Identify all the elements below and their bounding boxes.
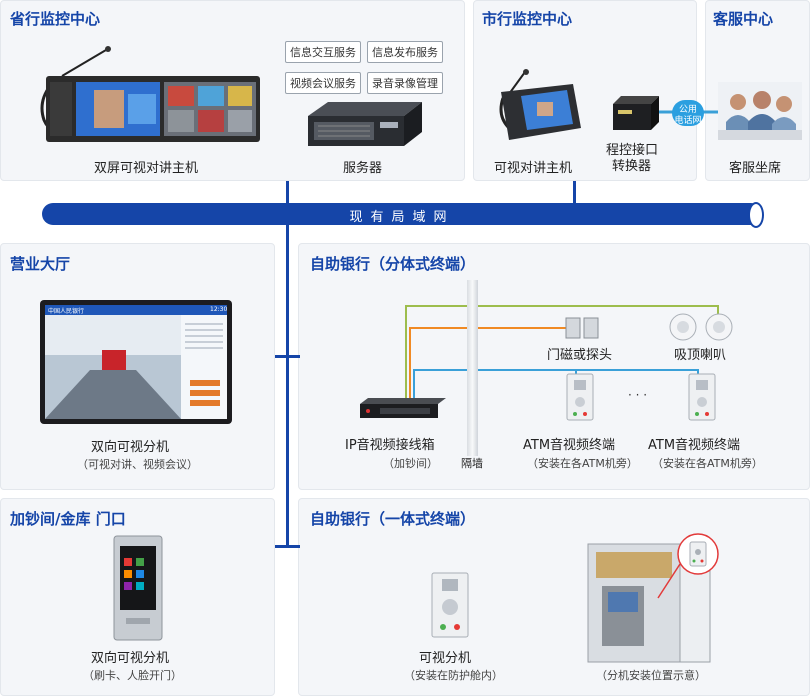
pstn-cloud	[672, 100, 704, 126]
integrated-terminal-panel	[298, 498, 810, 696]
integrated-position-sub: （分机安装位置示意）	[596, 669, 706, 682]
vault-link	[275, 545, 289, 548]
atm-terminal-1-sub: （安装在各ATM机旁）	[527, 457, 638, 470]
intercom-host-icon	[499, 69, 581, 140]
lan-bus: 现有局域网	[42, 202, 764, 228]
converter-label-2: 转换器	[612, 159, 652, 174]
av-junction-box-sub: （加钞间）	[383, 457, 438, 470]
partition-wall	[467, 280, 478, 456]
atm-ellipsis: · · ·	[628, 388, 648, 402]
lan-pipe-end	[748, 202, 764, 228]
dual-screen-host-icon	[40, 46, 260, 142]
pstn-label-2: 电话网	[674, 116, 702, 126]
door-sensor-icon	[565, 317, 599, 339]
integrated-station-icon	[431, 572, 469, 638]
service-tag-recording: 录音录像管理	[367, 72, 443, 94]
atm-terminal-2-label: ATM音视频终端	[648, 438, 741, 453]
hall-title: 营业大厅	[10, 255, 71, 273]
hall-link	[275, 355, 289, 358]
av-junction-box-icon	[360, 398, 446, 418]
ceiling-speaker-label: 吸顶喇叭	[674, 348, 727, 363]
pstn-label-1: 公用	[678, 105, 697, 115]
atm-terminal-1-label: ATM音视频终端	[523, 438, 616, 453]
integrated-title: 自助银行（一体式终端）	[310, 510, 476, 528]
split-link	[288, 355, 300, 358]
service-tag-info-publish: 信息发布服务	[367, 41, 443, 63]
hall-screen-header: 中国人民银行	[48, 308, 85, 315]
vault-door-station-icon	[113, 535, 163, 641]
split-terminal-panel	[298, 243, 810, 490]
lan-label: 现有局域网	[349, 210, 455, 225]
integrated-device-label: 可视分机	[419, 651, 472, 666]
door-sensor-label: 门磁或探头	[547, 348, 613, 363]
city-title: 市行监控中心	[482, 10, 573, 28]
customer-seat-icon	[718, 82, 802, 140]
atm-terminal-2-icon	[688, 373, 716, 421]
partition-wall-label: 隔墙	[461, 457, 483, 470]
hall-device-label: 双向可视分机	[91, 440, 170, 455]
hall-device-sub: （可视对讲、视频会议）	[77, 458, 198, 471]
ceiling-speaker-icon	[669, 313, 733, 341]
atm-terminal-2-sub: （安装在各ATM机旁）	[652, 457, 763, 470]
server-icon	[308, 102, 422, 146]
service-tag-video-meeting: 视频会议服务	[285, 72, 361, 94]
server-label: 服务器	[343, 161, 383, 176]
split-title: 自助银行（分体式终端）	[310, 255, 476, 273]
atm-terminal-1-icon	[566, 373, 594, 421]
av-junction-box-label: IP音视频接线箱	[345, 438, 435, 453]
converter-label-1: 程控接口	[606, 143, 659, 158]
integrated-device-sub: （安装在防护舱内）	[404, 669, 503, 682]
vault-device-label: 双向可视分机	[91, 651, 170, 666]
integrated-link	[288, 545, 300, 548]
dual-screen-host-label: 双屏可视对讲主机	[94, 161, 199, 176]
service-title: 客服中心	[713, 10, 774, 28]
vault-title: 加钞间/金库 门口	[10, 510, 126, 528]
atm-booth-position-icon	[587, 533, 719, 663]
trunk-line	[286, 225, 289, 547]
customer-seat-label: 客服坐席	[729, 161, 782, 176]
hall-screen-time: 12:30	[210, 306, 228, 313]
city-uplink	[573, 181, 576, 203]
hall-terminal-screen-icon	[40, 300, 232, 424]
provincial-title: 省行监控中心	[10, 10, 101, 28]
converter-icon	[613, 96, 659, 130]
vault-device-sub: （刷卡、人脸开门）	[83, 669, 182, 682]
intercom-host-label: 可视对讲主机	[494, 161, 573, 176]
provincial-uplink	[286, 181, 289, 203]
service-tag-info-exchange: 信息交互服务	[285, 41, 361, 63]
